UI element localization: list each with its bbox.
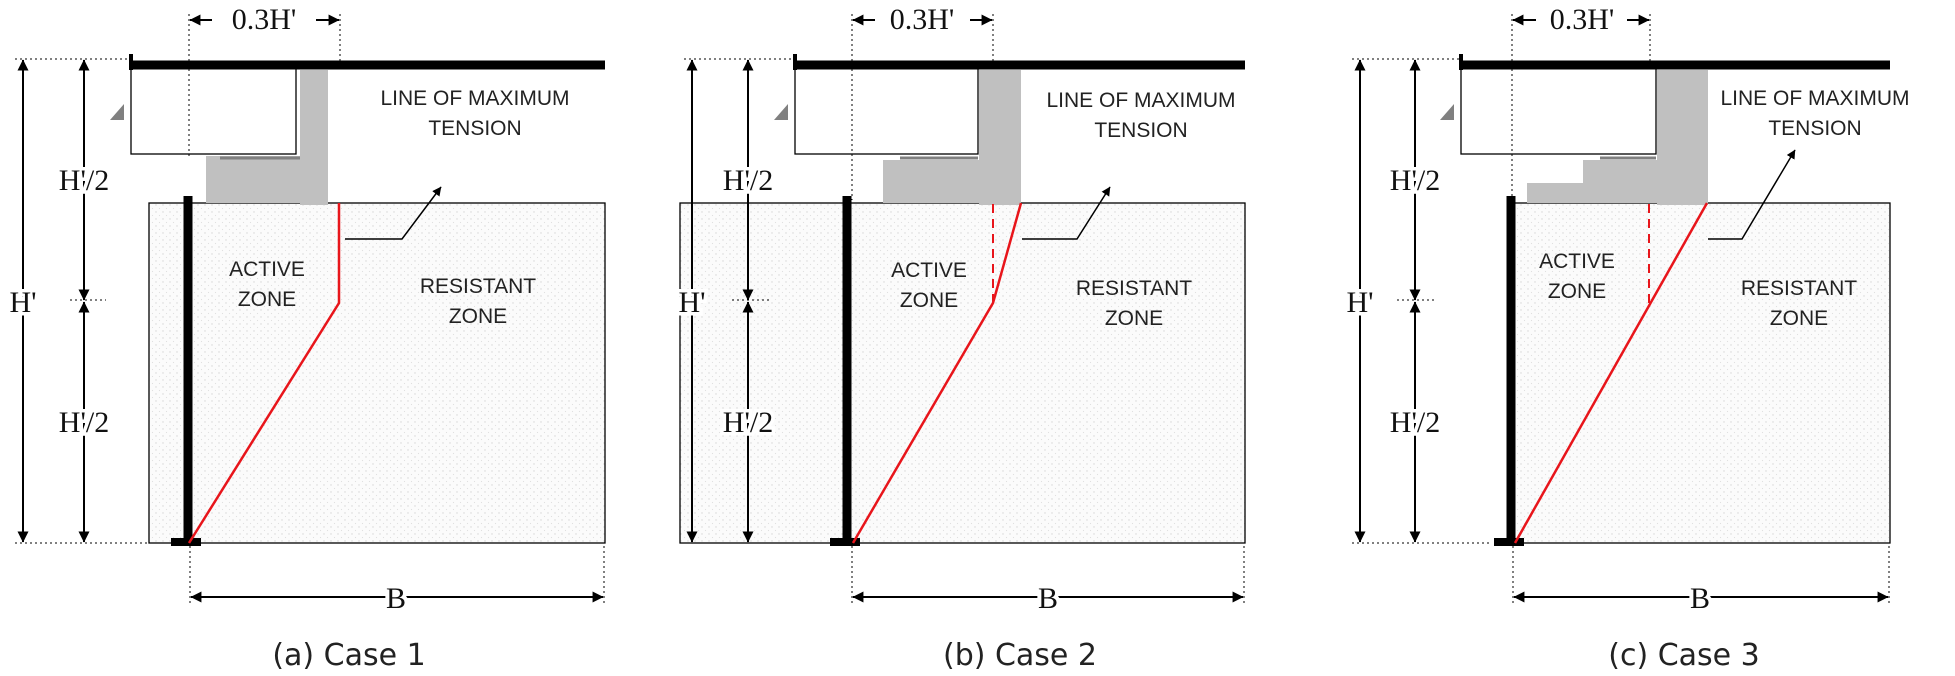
abutment-stem: [979, 70, 1021, 205]
bearing-icon: [774, 104, 788, 120]
resistant-zone-label-1: RESISTANT: [1741, 277, 1857, 300]
offset-label: 0.3H': [890, 3, 955, 36]
active-zone-label-2: ZONE: [238, 288, 296, 311]
caption-case-3: (c) Case 3: [1608, 638, 1759, 673]
tension-callout-leader: [1022, 186, 1111, 240]
height-label: H': [678, 286, 705, 319]
active-zone-label-1: ACTIVE: [1539, 250, 1615, 273]
bridge-girder: [794, 65, 979, 155]
resistant-zone-label-1: RESISTANT: [1076, 277, 1192, 300]
reinforced-soil-zone: [679, 202, 1246, 544]
lower-half-label: H'/2: [1390, 406, 1440, 439]
tension-callout-leader: [345, 186, 442, 240]
bearing-icon: [1440, 104, 1454, 120]
active-zone-label-1: ACTIVE: [229, 258, 305, 281]
base-label: B: [386, 582, 406, 615]
active-zone-label-2: ZONE: [900, 289, 958, 312]
lower-half-label: H'/2: [723, 406, 773, 439]
resistant-zone-label-2: ZONE: [449, 305, 507, 328]
active-zone-label-2: ZONE: [1548, 280, 1606, 303]
tension-label-line-1: LINE OF MAXIMUM: [1046, 89, 1235, 112]
panel-case-1: 0.3H' H' H'/2 H'/2 B LINE OF MAXIMUM TEN…: [6, 3, 606, 673]
height-label: H': [1346, 286, 1373, 319]
reinforced-soil-zone: [1509, 202, 1891, 544]
caption-case-2: (b) Case 2: [943, 638, 1097, 673]
offset-label: 0.3H': [1550, 3, 1615, 36]
tension-label-line-2: TENSION: [428, 117, 521, 140]
leveling-pad: [1494, 538, 1524, 546]
height-label: H': [9, 286, 36, 319]
line-of-maximum-tension: [187, 203, 341, 544]
upper-half-label: H'/2: [1390, 164, 1440, 197]
upper-half-label: H'/2: [59, 164, 109, 197]
caption-case-1: (a) Case 1: [272, 638, 425, 673]
tension-label-line-1: LINE OF MAXIMUM: [1720, 87, 1909, 110]
line-of-maximum-tension: [1513, 202, 1709, 544]
active-zone-label-1: ACTIVE: [891, 259, 967, 282]
abutment-stem: [1657, 70, 1708, 205]
bearing-icon: [110, 104, 124, 120]
base-label: B: [1038, 582, 1058, 615]
base-label: B: [1690, 582, 1710, 615]
bridge-girder: [1460, 65, 1657, 155]
lower-half-label: H'/2: [59, 406, 109, 439]
upper-half-label: H'/2: [723, 164, 773, 197]
resistant-zone-label-2: ZONE: [1105, 307, 1163, 330]
tension-label-line-2: TENSION: [1768, 117, 1861, 140]
tension-label-line-1: LINE OF MAXIMUM: [380, 87, 569, 110]
offset-label: 0.3H': [232, 3, 297, 36]
tension-callout-leader: [1708, 149, 1796, 240]
leveling-pad: [830, 538, 860, 546]
abutment-stem: [300, 70, 328, 205]
panel-case-3: 0.3H' H' H'/2 H'/2 B LINE OF MAXIMUM TEN…: [1343, 3, 1910, 673]
resistant-zone-label-2: ZONE: [1770, 307, 1828, 330]
panel-case-2: 0.3H' H' H'/2 H'/2 B LINE OF MAXIMUM TEN…: [675, 3, 1246, 673]
bridge-girder: [130, 65, 297, 155]
tension-label-line-2: TENSION: [1094, 119, 1187, 142]
reinforced-soil-zone: [148, 202, 606, 544]
leveling-pad: [171, 538, 201, 546]
resistant-zone-label-1: RESISTANT: [420, 275, 536, 298]
